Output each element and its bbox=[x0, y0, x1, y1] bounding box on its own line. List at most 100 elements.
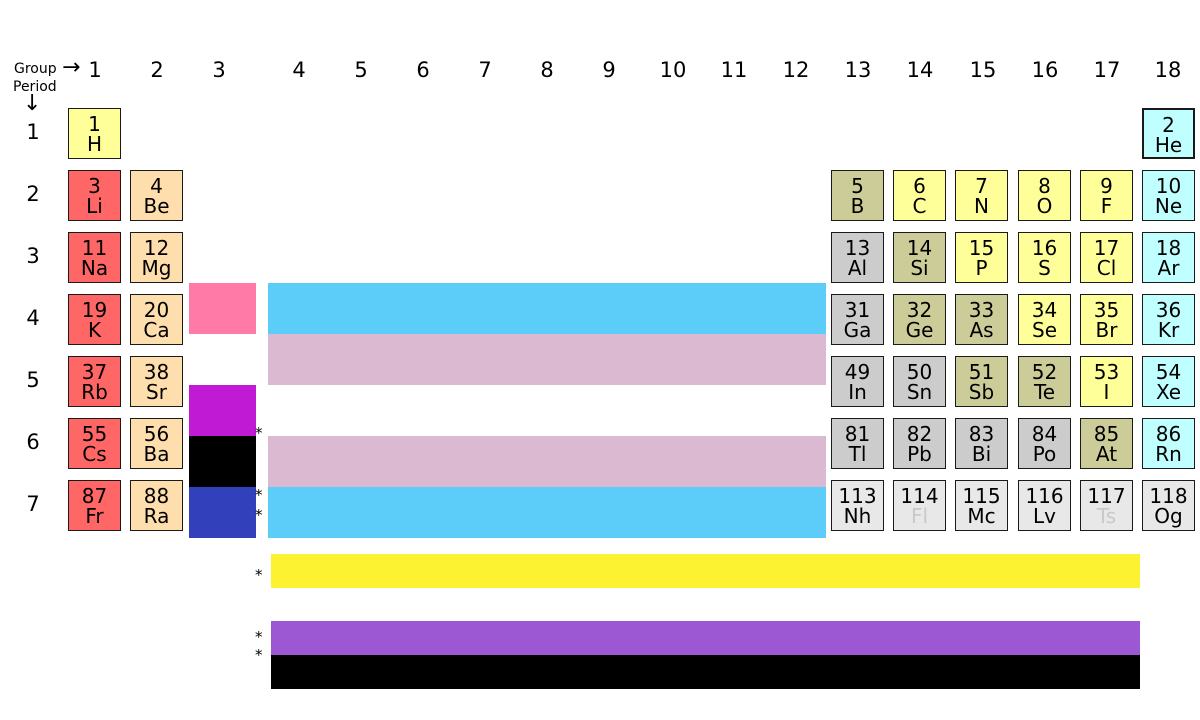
group-number: 11 bbox=[720, 58, 748, 82]
atomic-number: 113 bbox=[838, 484, 877, 508]
atomic-number: 17 bbox=[1093, 236, 1120, 260]
atomic-number: 14 bbox=[906, 236, 933, 260]
atomic-number: 2 bbox=[1162, 113, 1175, 137]
atomic-number: 56 bbox=[143, 422, 170, 446]
period-number: 5 bbox=[26, 368, 40, 392]
group-number: 17 bbox=[1093, 58, 1121, 82]
atomic-number: 85 bbox=[1093, 422, 1120, 446]
element-symbol: Na bbox=[80, 256, 109, 280]
element-symbol: Li bbox=[86, 194, 103, 218]
atomic-number: 11 bbox=[81, 236, 108, 260]
element-symbol: K bbox=[87, 318, 102, 342]
element-symbol: H bbox=[86, 132, 103, 156]
fblock-purple-stripe bbox=[271, 621, 1140, 655]
element-symbol: Rb bbox=[81, 380, 108, 404]
atomic-number: 1 bbox=[88, 112, 101, 136]
group-number: 15 bbox=[969, 58, 997, 82]
atomic-number: 81 bbox=[844, 422, 871, 446]
atomic-number: 114 bbox=[900, 484, 939, 508]
element-symbol: Te bbox=[1033, 380, 1056, 404]
atomic-number: 7 bbox=[975, 174, 988, 198]
element-symbol: B bbox=[850, 194, 865, 218]
asterisk-marker: * bbox=[255, 424, 263, 442]
asterisk-marker: * bbox=[255, 628, 263, 646]
atomic-number: 10 bbox=[1155, 174, 1182, 198]
element-symbol: Ba bbox=[143, 442, 170, 466]
group3-black-stripe bbox=[189, 436, 256, 487]
atomic-number: 53 bbox=[1093, 360, 1120, 384]
atomic-number: 15 bbox=[968, 236, 995, 260]
transition-blue-stripe-top bbox=[268, 283, 826, 334]
atomic-number: 3 bbox=[88, 174, 101, 198]
group-number: 7 bbox=[478, 58, 492, 82]
atomic-number: 9 bbox=[1100, 174, 1113, 198]
group-number: 16 bbox=[1031, 58, 1059, 82]
atomic-number: 5 bbox=[851, 174, 864, 198]
group-number: 14 bbox=[906, 58, 934, 82]
atomic-number: 51 bbox=[968, 360, 995, 384]
element-symbol: Og bbox=[1154, 504, 1183, 528]
element-symbol: Ca bbox=[143, 318, 170, 342]
element-symbol: Bi bbox=[971, 442, 992, 466]
element-symbol: Ts bbox=[1096, 504, 1117, 528]
element-symbol: C bbox=[912, 194, 927, 218]
element-symbol: S bbox=[1038, 256, 1051, 280]
atomic-number: 50 bbox=[906, 360, 933, 384]
group-number: 6 bbox=[416, 58, 430, 82]
atomic-number: 33 bbox=[968, 298, 995, 322]
atomic-number: 52 bbox=[1031, 360, 1058, 384]
right-arrow-icon: → bbox=[62, 55, 81, 80]
element-symbol: He bbox=[1154, 133, 1183, 157]
atomic-number: 38 bbox=[143, 360, 170, 384]
transition-blue-stripe-bottom bbox=[268, 487, 826, 538]
element-symbol: Mc bbox=[967, 504, 996, 528]
group-number: 3 bbox=[212, 58, 226, 82]
element-symbol: Si bbox=[910, 256, 929, 280]
atomic-number: 82 bbox=[906, 422, 933, 446]
atomic-number: 54 bbox=[1155, 360, 1182, 384]
atomic-number: 4 bbox=[150, 174, 163, 198]
fblock-black-stripe bbox=[271, 655, 1140, 689]
element-symbol: N bbox=[974, 194, 989, 218]
group3-pink-stripe bbox=[189, 283, 256, 334]
period-number: 6 bbox=[26, 430, 40, 454]
element-symbol: Ne bbox=[1154, 194, 1183, 218]
element-symbol: As bbox=[969, 318, 994, 342]
element-symbol: Ar bbox=[1157, 256, 1180, 280]
atomic-number: 13 bbox=[844, 236, 871, 260]
element-symbol: F bbox=[1100, 194, 1113, 218]
period-axis-label: Period bbox=[13, 79, 57, 95]
group-number: 9 bbox=[602, 58, 616, 82]
element-symbol: P bbox=[975, 256, 988, 280]
atomic-number: 31 bbox=[844, 298, 871, 322]
fblock-yellow-stripe bbox=[271, 554, 1140, 588]
element-symbol: Ra bbox=[143, 504, 170, 528]
element-symbol: Nh bbox=[843, 504, 872, 528]
atomic-number: 37 bbox=[81, 360, 108, 384]
element-symbol: Fr bbox=[85, 504, 104, 528]
element-symbol: Xe bbox=[1155, 380, 1182, 404]
element-symbol: O bbox=[1036, 194, 1053, 218]
element-symbol: Be bbox=[143, 194, 170, 218]
atomic-number: 18 bbox=[1155, 236, 1182, 260]
element-symbol: Kr bbox=[1157, 318, 1180, 342]
